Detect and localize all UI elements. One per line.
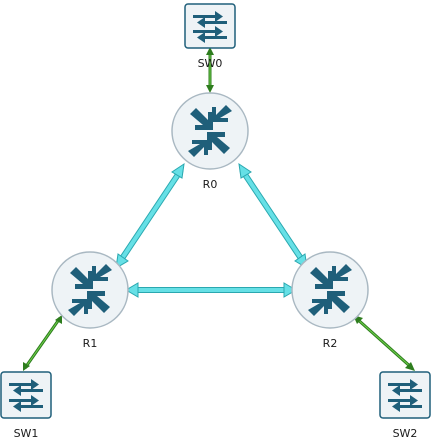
switch-sw1[interactable] <box>0 371 52 419</box>
switch-label-sw1: SW1 <box>14 427 39 440</box>
router-label-r0: R0 <box>203 178 218 191</box>
switch-label-sw0: SW0 <box>198 57 223 70</box>
switch-icon <box>388 379 422 412</box>
switch-label-sw2: SW2 <box>393 427 418 440</box>
link-sw0-r0[interactable] <box>206 47 214 93</box>
router-icon <box>68 264 112 316</box>
switch-icon <box>9 379 43 412</box>
router-label-r1: R1 <box>83 337 98 350</box>
switch-sw0[interactable] <box>184 3 236 49</box>
links-layer <box>23 47 415 371</box>
link-sw1-r1[interactable] <box>23 315 62 371</box>
switch-icon <box>193 11 227 43</box>
link-r0-r2[interactable] <box>238 162 308 269</box>
router-icon <box>308 264 352 316</box>
router-r1[interactable] <box>51 251 129 329</box>
router-r0[interactable] <box>171 92 249 170</box>
link-r0-r1[interactable] <box>115 162 185 269</box>
router-label-r2: R2 <box>323 337 338 350</box>
router-r2[interactable] <box>291 251 369 329</box>
router-icon <box>188 105 232 157</box>
link-sw2-r2[interactable] <box>353 315 415 371</box>
switch-sw2[interactable] <box>379 371 431 419</box>
link-r1-r2[interactable] <box>125 282 297 298</box>
